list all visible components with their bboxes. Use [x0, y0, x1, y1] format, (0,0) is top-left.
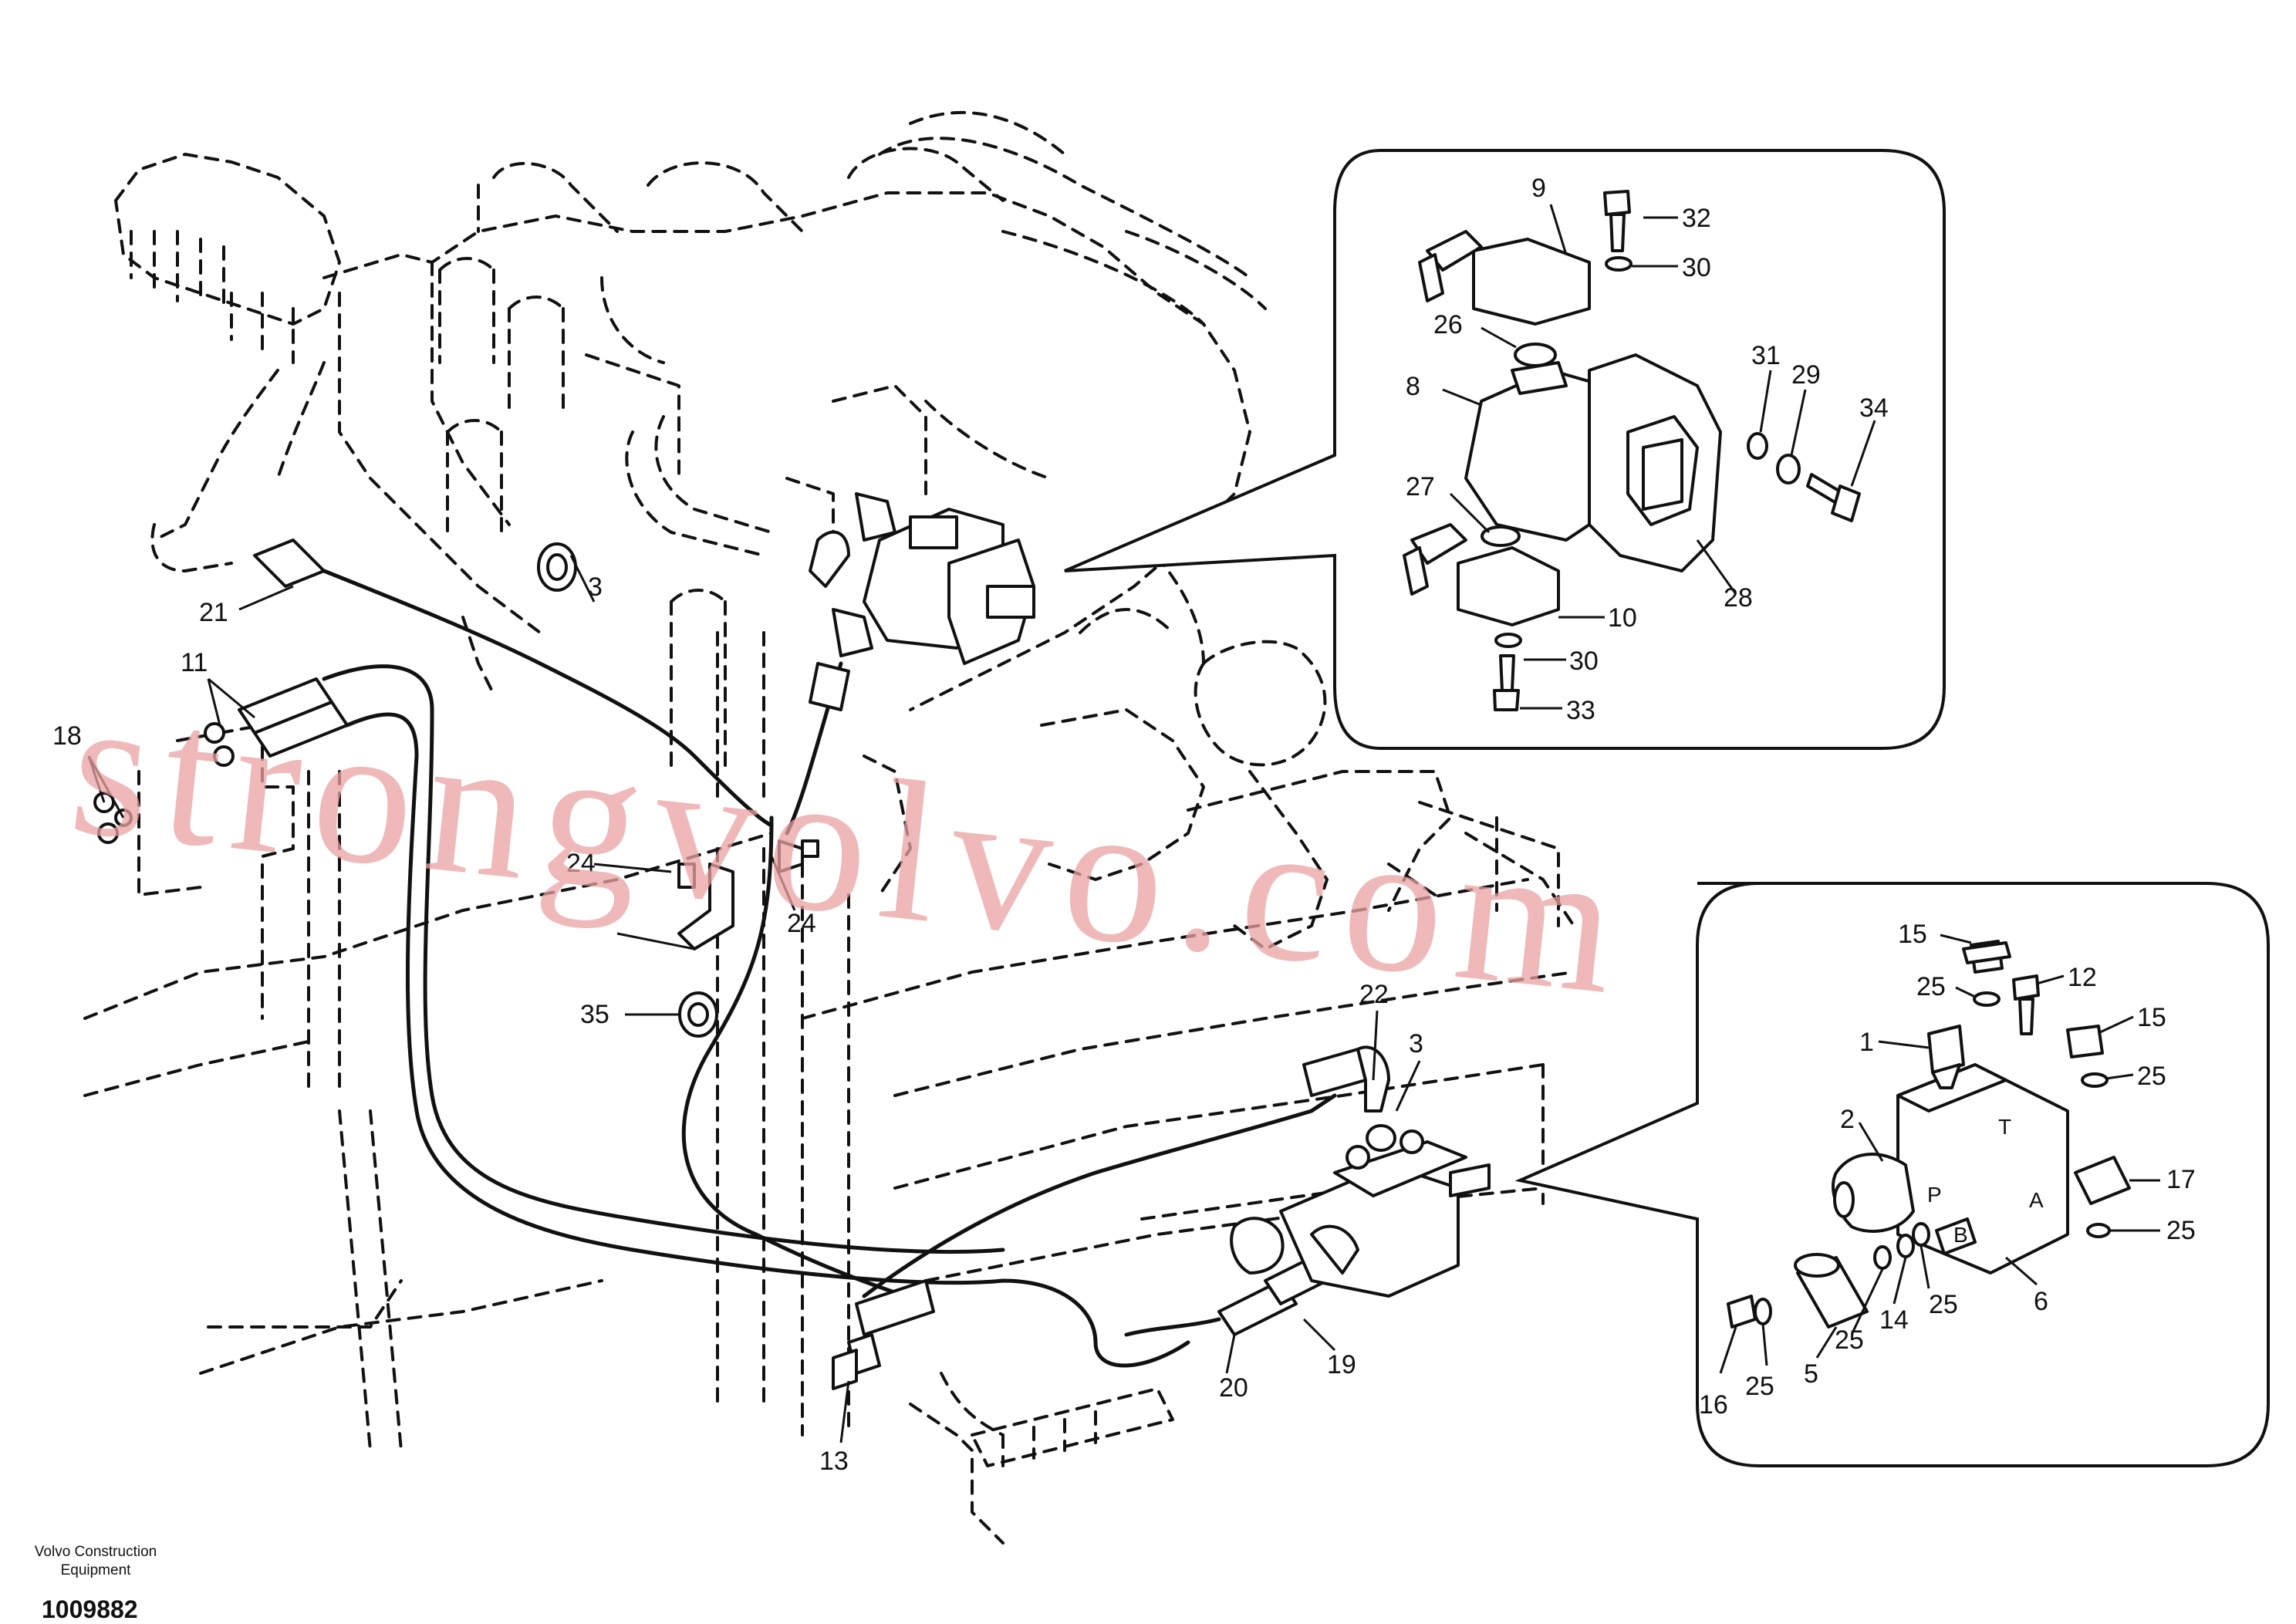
- hoses: [238, 539, 1390, 1368]
- callout-21: 21: [199, 598, 228, 627]
- callout-3b: 3: [1409, 1029, 1423, 1058]
- inset-callout-16: 16: [1699, 1390, 1728, 1420]
- inset-callout-25b: 25: [2137, 1062, 2166, 1091]
- inset-callout-33: 33: [1566, 696, 1595, 725]
- inset-callout-29: 29: [1791, 360, 1821, 390]
- inset-callout-2: 2: [1840, 1105, 1855, 1134]
- inset-callout-17: 17: [2166, 1165, 2196, 1194]
- inset-callout-25e: 25: [1835, 1325, 1864, 1355]
- callout-11: 11: [181, 648, 208, 677]
- inset-callout-30b: 30: [1569, 647, 1599, 676]
- callout-20: 20: [1219, 1373, 1248, 1403]
- callout-22: 22: [1359, 980, 1389, 1009]
- valve-block: [1230, 1129, 1491, 1298]
- inset-callout-26: 26: [1433, 310, 1463, 339]
- port-label-p: P: [1927, 1183, 1942, 1207]
- hydraulic-pump: [809, 492, 1035, 665]
- inset-callout-6: 6: [2034, 1287, 2048, 1316]
- inset-callout-25a: 25: [1916, 972, 1946, 1001]
- port-label-t: T: [1998, 1115, 2011, 1139]
- inset-callout-10: 10: [1608, 603, 1637, 633]
- callout-19: 19: [1327, 1350, 1356, 1379]
- port-label-b: B: [1953, 1223, 1968, 1247]
- inset-callout-15a: 15: [1898, 920, 1927, 949]
- callout-leaders: [87, 555, 1421, 1443]
- inset-callout-12: 12: [2068, 963, 2097, 992]
- inset-callout-25d: 25: [1929, 1290, 1958, 1319]
- inset-pump-detail: [1064, 149, 1946, 750]
- inset-callout-32: 32: [1682, 204, 1711, 233]
- inset-callout-30a: 30: [1682, 253, 1711, 282]
- inset-callout-28: 28: [1724, 583, 1753, 613]
- title-block: Volvo Construction Equipment 1009882: [19, 1543, 173, 1624]
- callout-24b: 24: [787, 909, 816, 938]
- inset-callout-9: 9: [1531, 174, 1546, 203]
- callout-35: 35: [580, 1000, 609, 1029]
- inset-callout-1: 1: [1859, 1028, 1874, 1057]
- inset-callout-25f: 25: [1745, 1372, 1774, 1401]
- fittings: [93, 542, 1396, 1390]
- callout-3a: 3: [588, 572, 603, 602]
- inset-callout-15b: 15: [2137, 1003, 2166, 1032]
- org-name-line2: Equipment: [60, 1562, 131, 1578]
- callout-18: 18: [52, 721, 82, 751]
- inset-callout-25c: 25: [2166, 1216, 2196, 1245]
- inset-callout-31: 31: [1751, 341, 1781, 370]
- inset-callout-34: 34: [1859, 393, 1889, 423]
- inset-callout-14: 14: [1879, 1305, 1909, 1335]
- inset-callout-27: 27: [1406, 472, 1435, 501]
- inset-callout-8: 8: [1406, 372, 1420, 401]
- drawing-number: 1009882: [42, 1595, 138, 1623]
- engine-outline: [83, 110, 1575, 1545]
- callout-labels: 21 3 11 18 24 24 35 22 3 20 19 13 9 32 3…: [52, 174, 2196, 1476]
- org-name-line1: Volvo Construction: [34, 1544, 157, 1560]
- callout-13: 13: [819, 1447, 849, 1476]
- callout-24a: 24: [566, 849, 596, 878]
- inset-valve-detail: P B A T: [1514, 882, 2270, 1467]
- inset-callout-5: 5: [1804, 1359, 1818, 1389]
- port-label-a: A: [2029, 1188, 2044, 1212]
